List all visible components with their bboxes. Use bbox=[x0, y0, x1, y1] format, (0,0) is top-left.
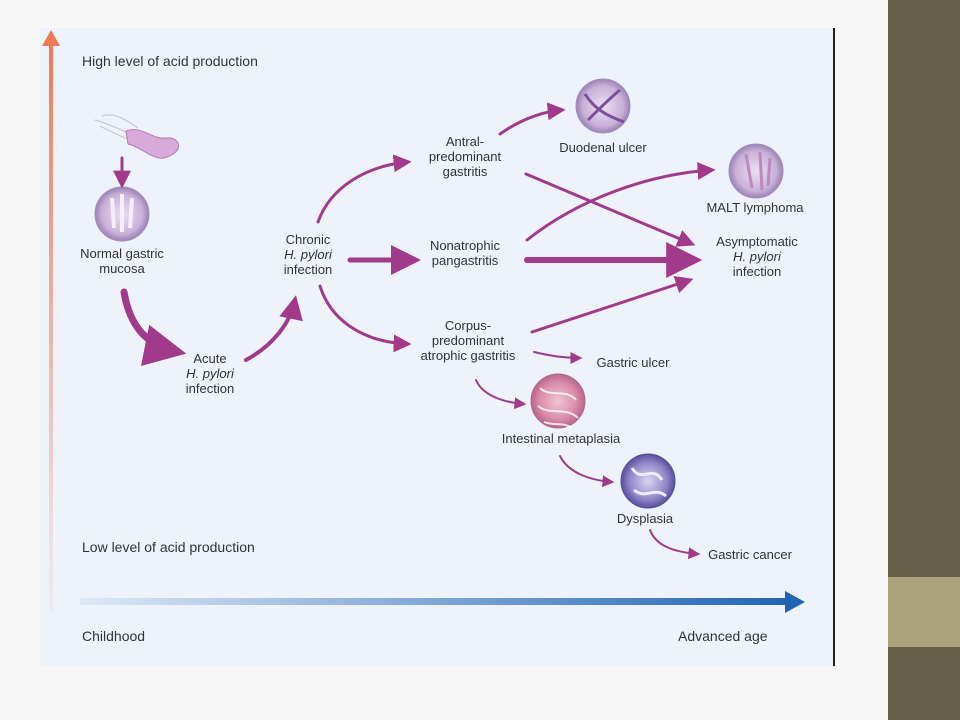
node-gastric-cancer: Gastric cancer bbox=[708, 547, 792, 562]
arrow-acute-to-chronic bbox=[244, 295, 303, 362]
age-axis bbox=[80, 591, 805, 613]
axis-label-childhood: Childhood bbox=[82, 628, 146, 644]
node-intestinal-metaplasia: Intestinal metaplasia bbox=[501, 431, 621, 446]
node-malt-lymphoma: MALT lymphoma bbox=[706, 200, 804, 215]
arrow-chronic-to-corpus bbox=[318, 284, 412, 353]
slide-side-band-top bbox=[888, 0, 960, 577]
arrow-corpus-to-metaplasia bbox=[475, 379, 527, 410]
arrow-antral-to-asymptomatic bbox=[524, 172, 696, 247]
arrow-dysplasia-to-cancer bbox=[649, 529, 701, 560]
acid-level-axis bbox=[42, 30, 60, 612]
arrow-chronic-to-antral bbox=[316, 154, 412, 224]
node-corpus-atrophic-gastritis: Corpus- predominant atrophic gastritis bbox=[420, 318, 516, 363]
diagram-graphics bbox=[42, 30, 805, 613]
node-antral-gastritis: Antral- predominant gastritis bbox=[428, 134, 502, 179]
dysplasia-tissue-icon bbox=[620, 453, 676, 509]
arrow-antral-to-duodenal bbox=[498, 102, 566, 136]
malt-lymphoma-tissue-icon bbox=[728, 143, 784, 199]
node-acute-infection: Acute H. pylori infection bbox=[185, 351, 235, 396]
node-normal-gastric-mucosa: Normal gastric mucosa bbox=[80, 246, 164, 276]
axis-label-advanced-age: Advanced age bbox=[678, 628, 768, 644]
slide-side-band-middle bbox=[888, 577, 960, 647]
node-duodenal-ulcer: Duodenal ulcer bbox=[559, 140, 647, 155]
arrow-nonatrophic-to-malt bbox=[525, 161, 716, 242]
arrow-corpus-to-gastric-ulcer bbox=[533, 351, 583, 364]
arrow-corpus-to-asymptomatic bbox=[530, 275, 694, 334]
duodenal-ulcer-tissue-icon bbox=[575, 78, 631, 134]
pathway-arrows bbox=[113, 102, 716, 560]
axis-label-high-acid: High level of acid production bbox=[82, 53, 258, 69]
node-chronic-infection: Chronic H. pylori infection bbox=[283, 232, 333, 277]
node-asymptomatic-infection: Asymptomatic H. pylori infection bbox=[716, 234, 798, 279]
pathway-figure: High level of acid production Low level … bbox=[40, 28, 835, 666]
node-nonatrophic-pangastritis: Nonatrophic pangastritis bbox=[429, 238, 501, 268]
axis-label-low-acid: Low level of acid production bbox=[82, 539, 255, 555]
slide-side-band-bottom bbox=[888, 647, 960, 720]
node-gastric-ulcer: Gastric ulcer bbox=[596, 355, 670, 370]
normal-mucosa-tissue-icon bbox=[94, 186, 150, 242]
arrow-metaplasia-to-dysplasia bbox=[559, 455, 615, 488]
arrow-normal-to-acute bbox=[120, 288, 187, 366]
h-pylori-bacterium-icon bbox=[94, 114, 179, 159]
node-dysplasia: Dysplasia bbox=[616, 511, 674, 526]
intestinal-metaplasia-tissue-icon bbox=[530, 373, 586, 429]
